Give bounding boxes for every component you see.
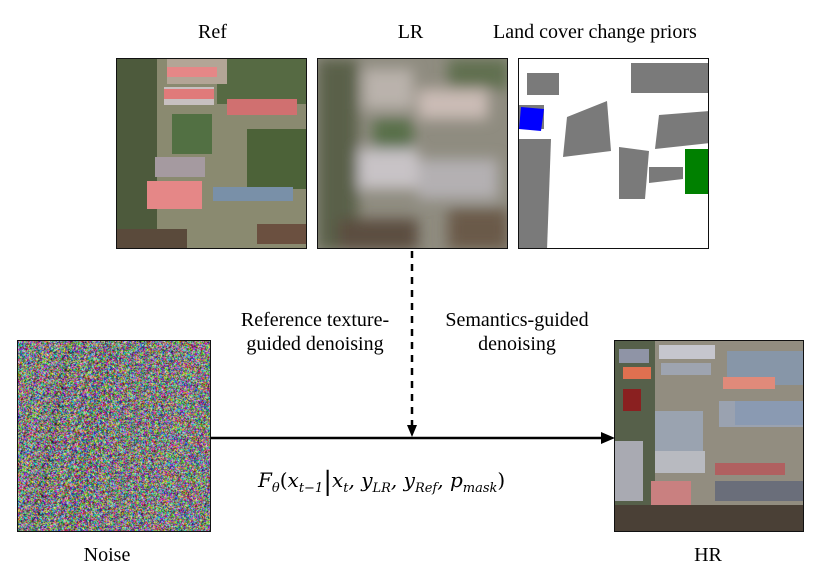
denoising-arrow: [211, 432, 615, 444]
reference-guided-line1: Reference texture-: [240, 309, 390, 331]
hr-image: [614, 340, 804, 532]
priors-label: Land cover change priors: [493, 21, 697, 43]
lr-label: LR: [397, 21, 424, 43]
semantics-guided-line1: Semantics-guided: [445, 309, 589, 331]
dashed-guidance-arrow: [407, 251, 417, 437]
reference-guided-line2: guided denoising: [246, 333, 384, 355]
reference-guided-label: Reference texture- guided denoising: [220, 308, 410, 356]
hr-label: HR: [694, 544, 722, 566]
noise-label: Noise: [83, 544, 131, 566]
ref-label: Ref: [198, 21, 227, 43]
semantics-guided-line2: denoising: [478, 333, 556, 355]
lr-image: [317, 58, 508, 249]
ref-image: [116, 58, 307, 249]
denoising-formula: Fθ(xt−1|xt, yLR, yRef, pmask): [258, 467, 506, 497]
noise-image: [17, 340, 211, 532]
land-cover-mask: [518, 58, 709, 249]
semantics-guided-label: Semantics-guided denoising: [422, 308, 612, 356]
